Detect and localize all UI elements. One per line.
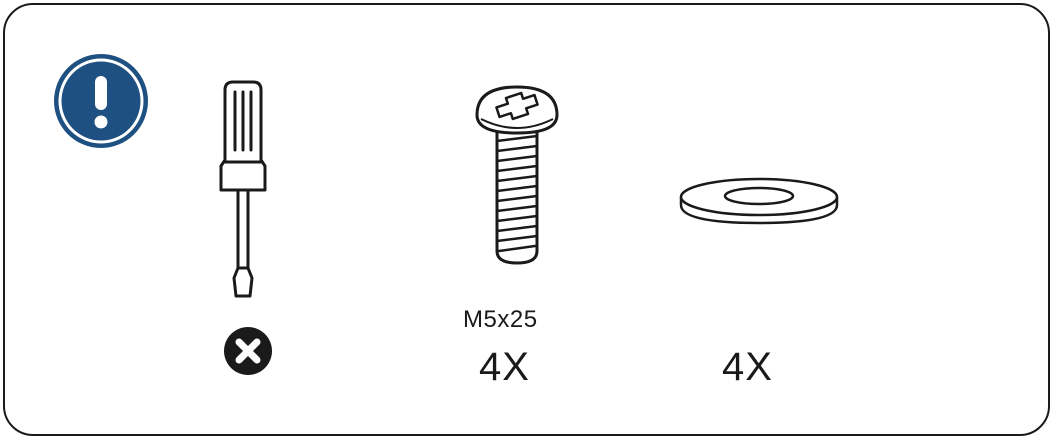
flathead-screwdriver-icon xyxy=(213,78,273,303)
exclamation-circle-icon xyxy=(52,52,150,150)
screw-size-label: M5x25 xyxy=(463,306,538,333)
x-circle-icon xyxy=(223,326,273,376)
screw-icon xyxy=(471,81,563,267)
screw-quantity-label: 4X xyxy=(479,345,530,389)
washer-quantity-label: 4X xyxy=(722,345,773,389)
washer-icon xyxy=(677,177,841,227)
hardware-panel: M5x25 4X 4X xyxy=(3,3,1050,436)
